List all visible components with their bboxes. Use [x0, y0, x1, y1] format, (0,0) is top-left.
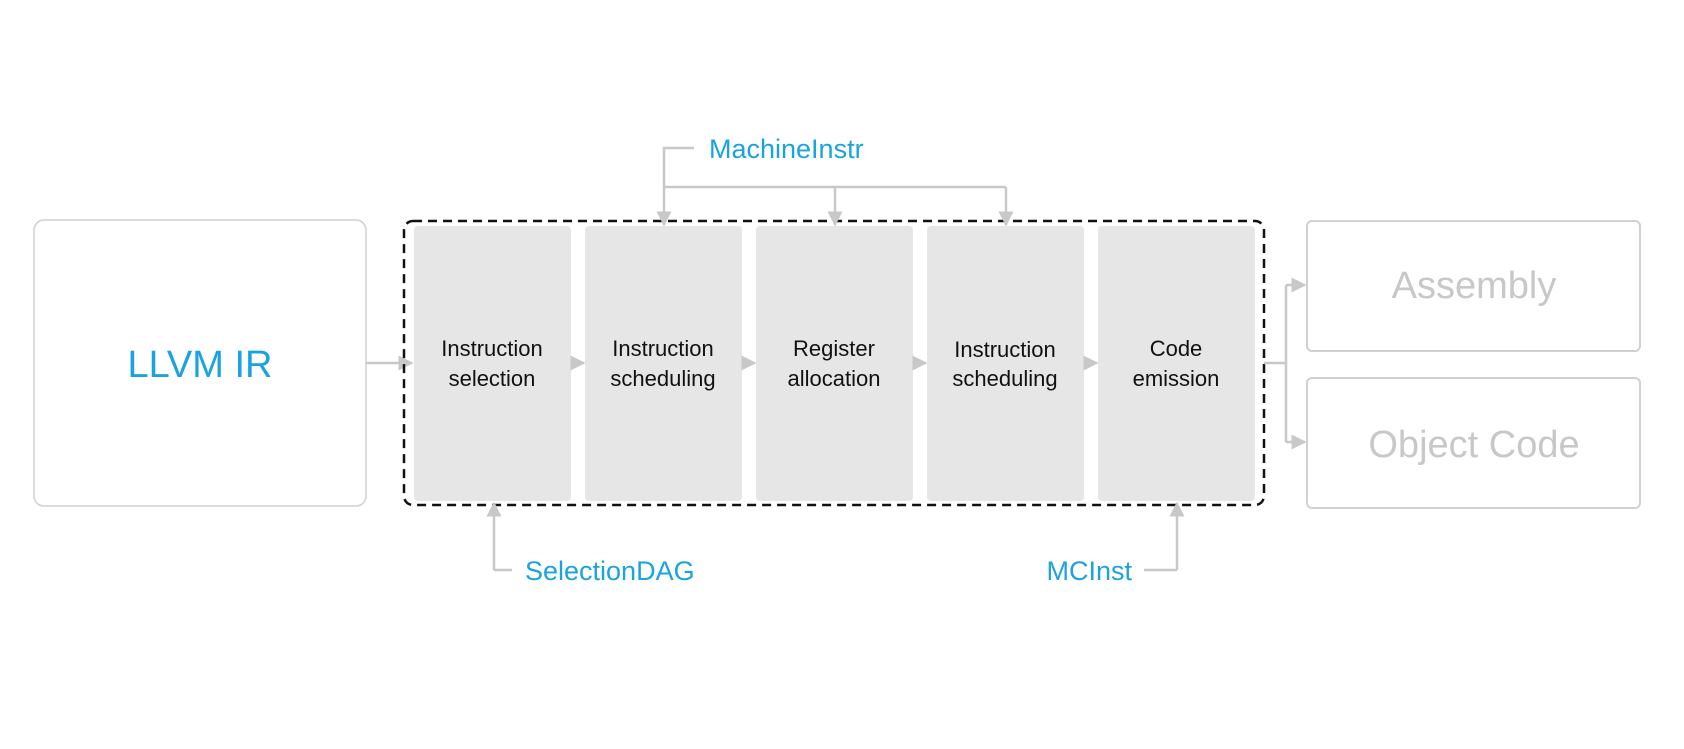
- mcinst-label: MCInst: [1046, 556, 1132, 586]
- machineinstr-label: MachineInstr: [709, 134, 864, 164]
- machineinstr-connector: [656, 146, 1014, 227]
- stage-label-line2: scheduling: [952, 366, 1057, 391]
- assembly-output-box: Assembly: [1306, 220, 1641, 352]
- assembly-label: Assembly: [1392, 265, 1557, 307]
- llvm-ir-label: LLVM IR: [127, 344, 272, 386]
- selectiondag-label: SelectionDAG: [525, 556, 695, 586]
- stage-label-line2: allocation: [788, 366, 881, 391]
- selectiondag-connector: [486, 501, 512, 572]
- mcinst-connector: [1144, 501, 1185, 572]
- stage-instruction-scheduling-post: Instruction scheduling: [927, 226, 1084, 501]
- stage-label-line1: Instruction: [612, 336, 714, 361]
- stage-register-allocation: Register allocation: [756, 226, 913, 501]
- output-connector: [1264, 277, 1307, 450]
- stage-instruction-selection: Instruction selection: [414, 226, 571, 501]
- stage-code-emission: Code emission: [1098, 226, 1255, 501]
- stage-label-line2: selection: [449, 366, 536, 391]
- stage-label-line1: Code: [1150, 336, 1203, 361]
- llvm-ir-box: LLVM IR: [33, 219, 367, 507]
- stage-label-line1: Instruction: [954, 337, 1056, 362]
- stage-instruction-scheduling-pre: Instruction scheduling: [585, 226, 742, 501]
- stage-label-line2: emission: [1133, 366, 1220, 391]
- stage-label-line2: scheduling: [610, 366, 715, 391]
- stage-label-line1: Register: [793, 336, 875, 361]
- object-code-output-box: Object Code: [1306, 377, 1641, 509]
- object-code-label: Object Code: [1368, 424, 1579, 466]
- stage-label-line1: Instruction: [441, 336, 543, 361]
